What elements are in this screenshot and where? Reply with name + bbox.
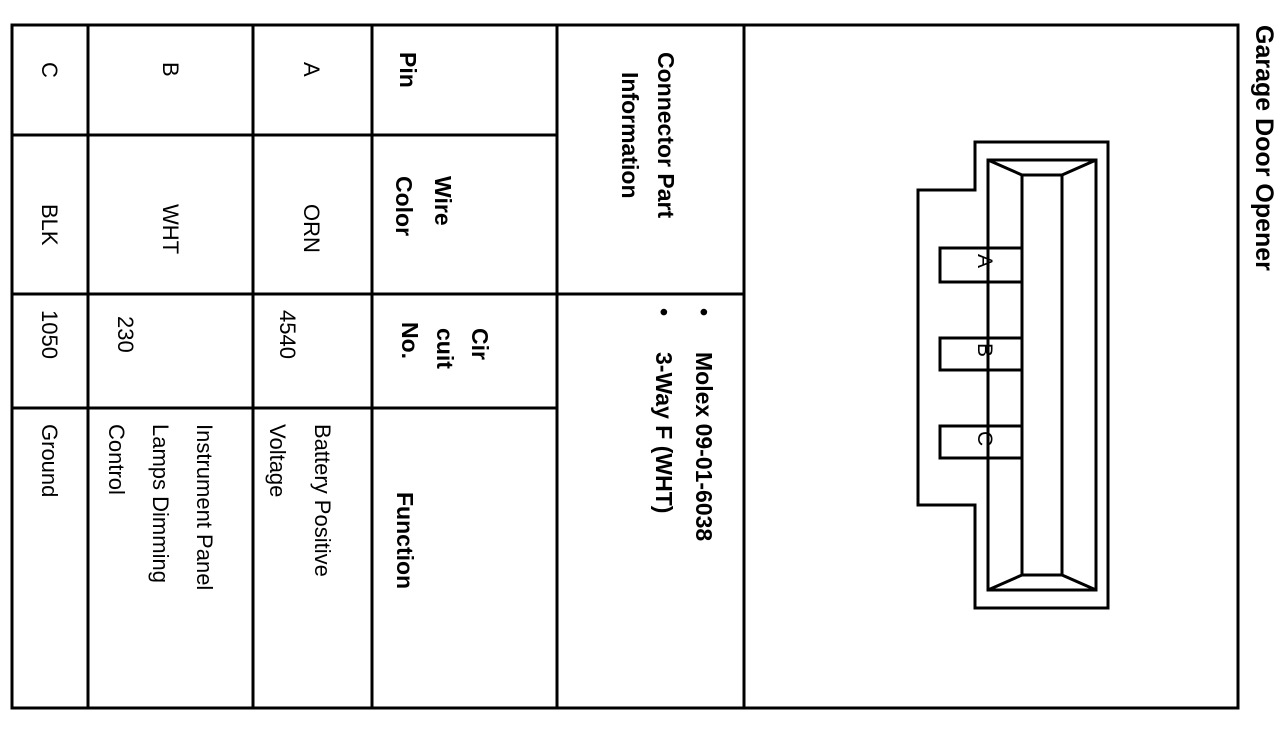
- diagram-pin-b-label: B: [973, 343, 996, 358]
- row-a-function: Battery Positive Voltage: [255, 424, 345, 577]
- table-border: [10, 23, 1240, 710]
- row-a-circuit: 4540: [275, 310, 300, 359]
- connector-part-label-line2: Information: [617, 72, 643, 199]
- row-b-color: WHT: [158, 204, 183, 255]
- header-circuit-no: Cir cuit No.: [392, 322, 497, 369]
- diagram-pin-c-label: C: [973, 431, 996, 447]
- connector-diagram: [916, 140, 1110, 610]
- row-a-function-line2: Voltage: [265, 424, 290, 498]
- header-circuit-line1: Cir: [467, 328, 493, 360]
- connector-housing: [916, 140, 1110, 610]
- row-b-function-line2: Lamps Dimming: [148, 424, 173, 583]
- row-c-function-line1: Ground: [37, 424, 62, 498]
- row-b-function: Instrument Panel Lamps Dimming Control: [94, 424, 226, 590]
- row-c-pin: C: [37, 62, 62, 78]
- row-b-function-line1: Instrument Panel: [192, 424, 217, 591]
- pin-terminals: [938, 246, 1022, 460]
- row-c-circuit: 1050: [37, 310, 62, 359]
- diagram-pin-a-label: A: [973, 254, 996, 269]
- connector-inner-rect: [1020, 173, 1064, 577]
- header-wire-color: Wire Color: [384, 176, 462, 236]
- connector-inner-frame: [986, 158, 1098, 592]
- connector-info-list: Molex 09-01-6038 3-Way F (WHT): [644, 308, 724, 541]
- row-b-pin: B: [158, 62, 183, 77]
- connector-part-label: Connector Part Information: [612, 52, 684, 218]
- row-a-pin: A: [299, 62, 324, 77]
- header-circuit-line2: cuit: [432, 328, 458, 369]
- header-circuit-line3: No.: [397, 322, 423, 360]
- connector-model: Molex 09-01-6038: [684, 308, 724, 541]
- connector-type: 3-Way F (WHT): [644, 308, 684, 541]
- row-b-circuit: 230: [113, 316, 138, 353]
- row-c-color: BLK: [37, 204, 62, 246]
- document-title: Garage Door Opener: [1250, 25, 1278, 271]
- header-wire-line1: Wire: [430, 176, 456, 226]
- header-function: Function: [392, 492, 418, 590]
- row-a-color: ORN: [299, 204, 324, 253]
- row-b-function-line3: Control: [104, 424, 129, 495]
- row-a-function-line1: Battery Positive: [310, 424, 335, 577]
- header-wire-line2: Color: [391, 176, 417, 237]
- row-c-function: Ground: [37, 424, 62, 497]
- connector-part-label-line1: Connector Part: [653, 52, 679, 219]
- header-pin: Pin: [395, 52, 421, 88]
